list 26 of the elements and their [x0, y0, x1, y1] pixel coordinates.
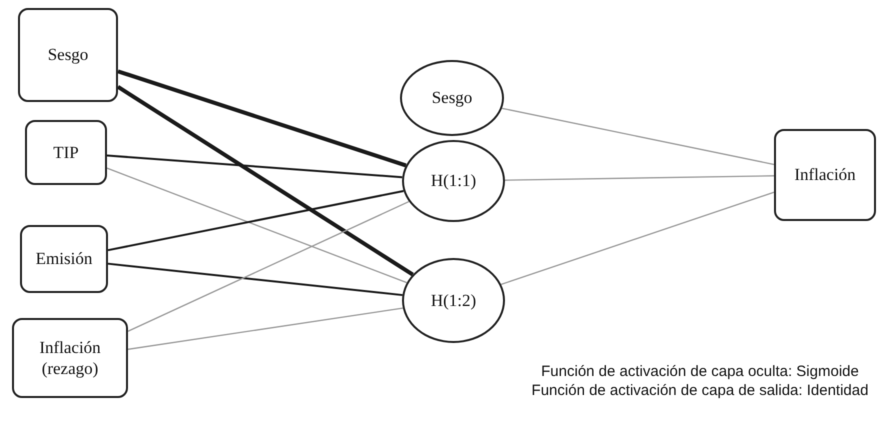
connector-line: [504, 175, 774, 181]
node-label: Inflación (rezago): [38, 336, 102, 380]
connector-line: [500, 192, 774, 286]
connector-line: [502, 108, 774, 166]
variable-box: [20, 225, 108, 293]
variable-box: [12, 318, 128, 398]
node-label: Sesgo: [46, 44, 90, 66]
connector-line: [128, 200, 410, 332]
node-label: H(1:1): [430, 170, 478, 192]
variable-box: [774, 129, 876, 221]
node-label: Emisión: [34, 248, 94, 270]
connector-line: [106, 154, 402, 178]
connector-line: [108, 190, 404, 252]
connector-line: [117, 69, 406, 168]
connector-line: [128, 307, 403, 350]
variable-box: [18, 8, 118, 102]
note-text: Función de activación de capa oculta: Sigmoide: [541, 362, 859, 381]
connector-line: [108, 262, 403, 296]
node-label: H(1:2): [430, 290, 478, 312]
variable-box: [25, 120, 107, 185]
connector-line: [116, 85, 414, 276]
connector-line: [106, 168, 407, 284]
node-label: Sesgo: [430, 87, 474, 109]
node-label: TIP: [52, 142, 80, 164]
node-label: Inflación: [793, 164, 857, 186]
note-text: Función de activación de capa de salida: Identidad: [532, 381, 868, 400]
